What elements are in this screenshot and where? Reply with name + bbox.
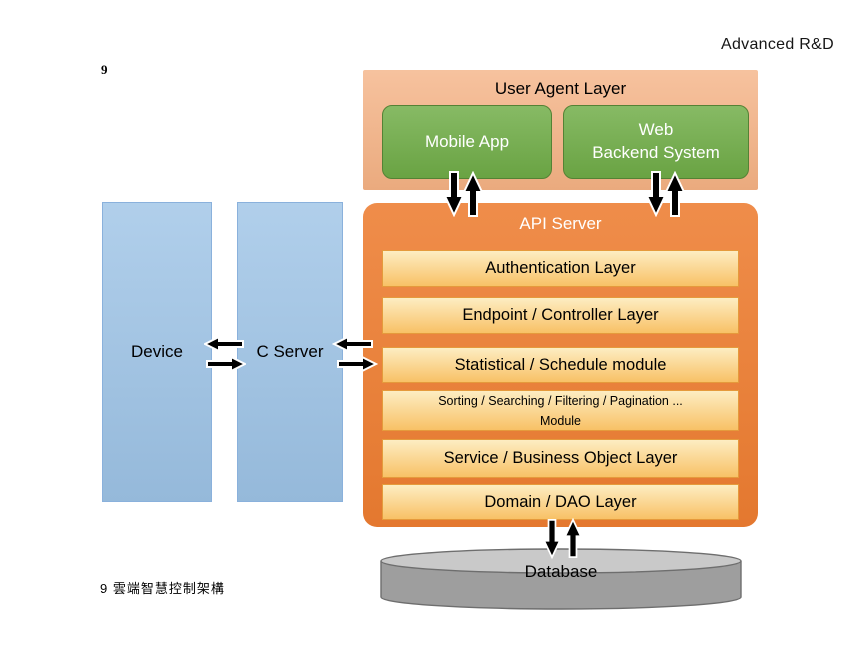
layer-statistical-schedule: Statistical / Schedule module (382, 347, 739, 383)
layer-service-business-object-label: Service / Business Object Layer (443, 449, 678, 467)
layer-sorting-module-line2: Module (540, 413, 581, 428)
mobile-app-label: Mobile App (424, 131, 510, 151)
device-node: Device (102, 202, 212, 502)
api-to-c-server-left-arrow (332, 336, 373, 352)
user-agent-layer-box: User Agent Layer Mobile App Web Backend … (363, 70, 758, 190)
c-server-label: C Server (256, 342, 324, 361)
web-backend-to-api-down-arrow (646, 171, 666, 217)
api-to-web-backend-up-arrow (665, 171, 685, 217)
layer-domain-dao: Domain / DAO Layer (382, 484, 739, 520)
web-backend-label-line1: Web (638, 120, 674, 140)
api-server-box: API Server Authentication Layer Endpoint… (363, 203, 758, 527)
layer-domain-dao-label: Domain / DAO Layer (484, 492, 637, 511)
layer-sorting-module-line1: Sorting / Searching / Filtering / Pagina… (438, 393, 683, 408)
api-server-title: API Server (519, 214, 602, 233)
layer-sorting-module: Sorting / Searching / Filtering / Pagina… (382, 390, 739, 431)
database-node: Database (380, 548, 742, 612)
layer-service-business-object: Service / Business Object Layer (382, 439, 739, 478)
layer-endpoint-controller-label: Endpoint / Controller Layer (462, 306, 659, 324)
slide-number: 9 (101, 62, 108, 77)
user-agent-layer-title: User Agent Layer (494, 79, 627, 98)
database-label: Database (524, 562, 598, 581)
c-server-node: C Server (237, 202, 343, 502)
slide-caption: 9 雲端智慧控制架構 (100, 581, 225, 596)
mobile-app-to-api-down-arrow (444, 171, 464, 217)
device-to-c-server-right-arrow (206, 356, 246, 372)
mobile-app-node: Mobile App (382, 105, 552, 179)
api-to-database-down-arrow (542, 519, 562, 559)
c-server-to-api-right-arrow (337, 356, 378, 372)
database-cylinder-icon (380, 548, 742, 610)
c-server-to-device-left-arrow (204, 336, 244, 352)
device-label: Device (131, 342, 183, 361)
layer-endpoint-controller: Endpoint / Controller Layer (382, 297, 739, 334)
web-backend-label-line2: Backend System (592, 143, 720, 162)
database-to-api-up-arrow (563, 518, 583, 558)
layer-authentication: Authentication Layer (382, 250, 739, 287)
watermark-text: Advanced R&D (721, 36, 834, 53)
layer-statistical-schedule-label: Statistical / Schedule module (454, 355, 667, 374)
web-backend-node: Web Backend System (563, 105, 749, 179)
layer-authentication-label: Authentication Layer (485, 259, 636, 277)
api-to-mobile-app-up-arrow (463, 171, 483, 217)
